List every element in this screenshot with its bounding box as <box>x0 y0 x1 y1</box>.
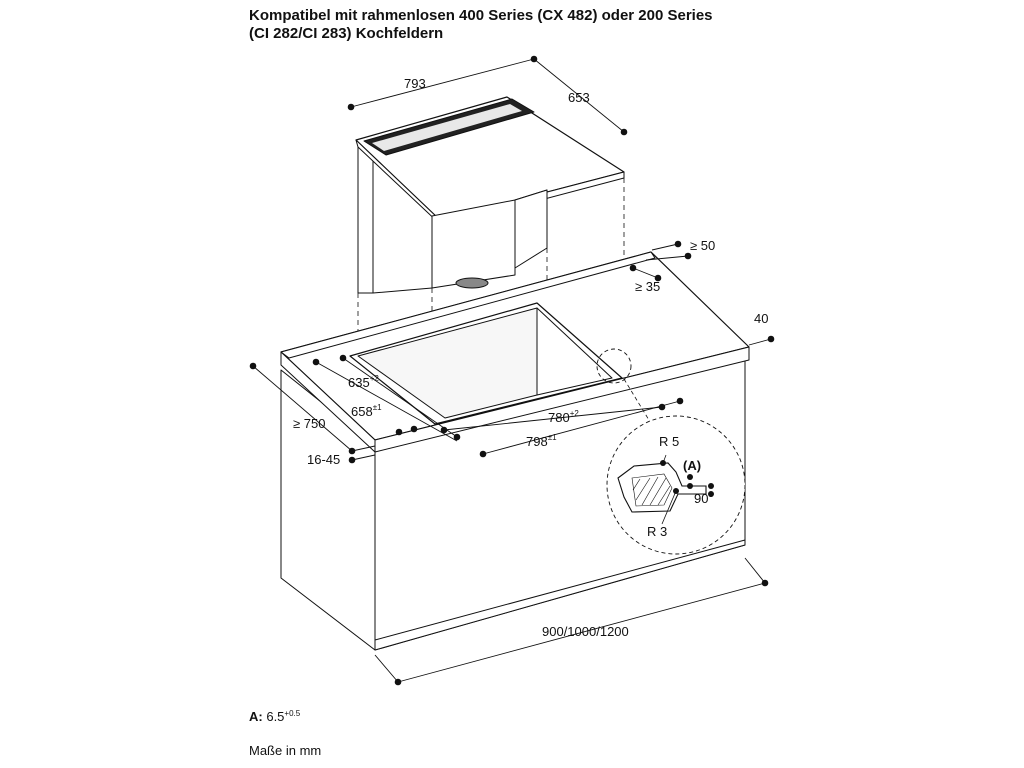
diagram-title: Kompatibel mit rahmenlosen 400 Series (C… <box>249 7 809 43</box>
footer-a-value: 6.5 <box>266 709 285 724</box>
dim-798-tolerance: ±1 <box>548 433 557 442</box>
dim-750-label: ≥ 750 <box>293 416 325 431</box>
footer-units-note: Maße in mm <box>249 743 322 758</box>
hatch-lines <box>632 476 671 506</box>
dim-780-value: 780 <box>548 410 570 425</box>
detail-r3-label: R 3 <box>647 524 667 539</box>
title-line-2: (CI 282/CI 283) Kochfeldern <box>249 25 444 42</box>
detail-angle-degree: o <box>708 490 713 499</box>
dim-635-value: 635 <box>348 375 370 390</box>
dim-635-tolerance: +2 <box>370 374 380 383</box>
dim-658-tolerance: ±1 <box>373 403 382 412</box>
dim-793-label: 793 <box>404 76 426 91</box>
detail-r5-label: R 5 <box>659 434 679 449</box>
dim-658-label: 658±1 <box>351 403 382 419</box>
dim-16-45-label: 16-45 <box>307 452 340 467</box>
dim-35-label: ≥ 35 <box>635 279 660 294</box>
dim-798-label: 798±1 <box>526 433 557 449</box>
edge-detail: R 5 (A) 90o R 3 <box>606 415 746 555</box>
countertop-side-edge <box>374 346 750 453</box>
title-line-1: Kompatibel mit rahmenlosen 400 Series (C… <box>249 7 713 24</box>
detail-leader <box>623 378 653 426</box>
dimension-dots <box>249 55 775 686</box>
footer-a-tolerance: +0.5 <box>284 709 301 718</box>
footer-a-label: A: <box>249 709 263 724</box>
countertop-upstand <box>280 251 656 359</box>
detail-angle-label: 90o <box>694 490 713 506</box>
cutout-wall-side <box>536 307 613 396</box>
dim-780-label: 780+2 <box>548 409 579 425</box>
dim-40-label: 40 <box>754 311 768 326</box>
vent-strip-inner <box>372 104 522 151</box>
dim-658-value: 658 <box>351 404 373 419</box>
detail-leaders <box>661 454 677 525</box>
cabinet <box>280 251 750 651</box>
motor <box>455 277 489 289</box>
dim-50-label: ≥ 50 <box>690 238 715 253</box>
detail-a-label: (A) <box>683 458 701 473</box>
fan-box-front <box>431 199 516 289</box>
cabinet-plinth <box>374 539 746 651</box>
detail-marker-circle <box>596 348 632 384</box>
detail-angle-value: 90 <box>694 491 708 506</box>
dim-653-label: 653 <box>568 90 590 105</box>
hood-side-panel <box>357 144 374 294</box>
cooktop-unit <box>355 96 625 294</box>
edge-profile-hatch <box>631 473 673 507</box>
dimension-lines <box>252 58 772 683</box>
dim-798-value: 798 <box>526 434 548 449</box>
fan-box-side <box>514 189 548 269</box>
footer-a-note: A: 6.5+0.5 <box>249 709 300 724</box>
dim-width-label: 900/1000/1200 <box>542 624 629 639</box>
dim-780-tolerance: +2 <box>570 409 580 418</box>
dim-635-label: 635+2 <box>348 374 379 390</box>
